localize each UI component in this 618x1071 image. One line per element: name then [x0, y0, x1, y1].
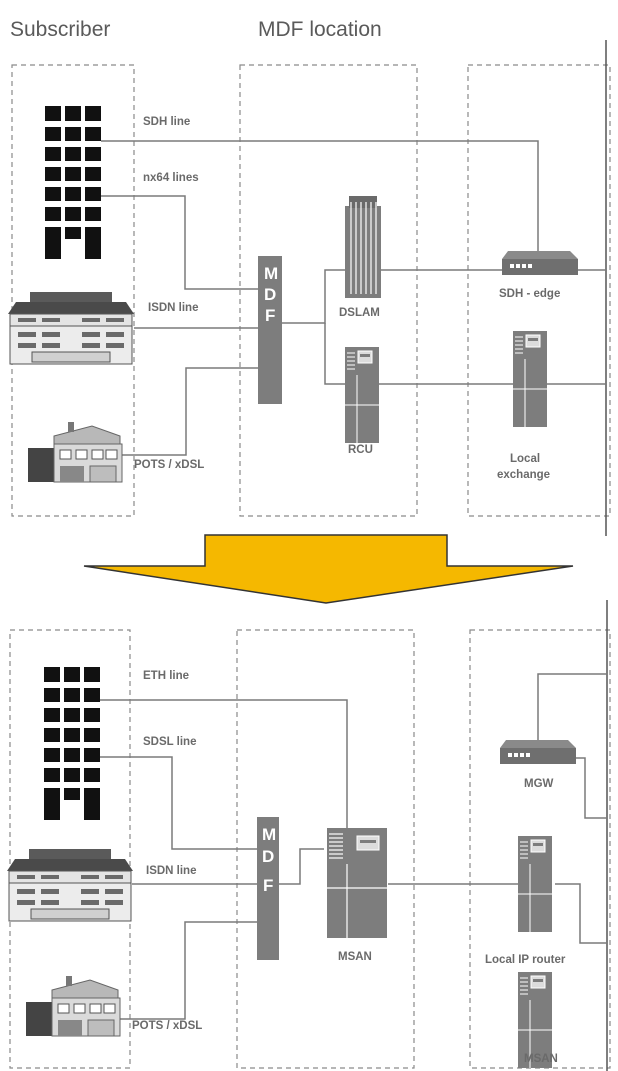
sdh-edge-icon — [502, 251, 578, 275]
local-ip-router-icon — [518, 836, 552, 932]
subscriber-header: Subscriber — [10, 18, 110, 41]
router-core-wire — [555, 884, 607, 943]
dslam-icon — [345, 196, 381, 298]
nx64-lines-label: nx64 lines — [143, 172, 199, 184]
sdh-line-wire — [100, 141, 538, 268]
mdf-location-header: MDF location — [258, 18, 382, 41]
pots-xdsl-label: POTS / xDSL — [134, 459, 204, 471]
house-icon — [28, 422, 122, 482]
migration-arrow — [84, 535, 573, 603]
mgw-core-wire — [574, 758, 607, 818]
dslam-label: DSLAM — [339, 307, 380, 319]
local-ip-router-label: Local IP router — [485, 954, 566, 966]
local-exchange-icon — [513, 331, 547, 427]
mgw-icon — [500, 740, 576, 764]
svg-text:F: F — [263, 876, 273, 895]
rcu-label: RCU — [348, 444, 373, 456]
house-icon-2 — [26, 976, 120, 1036]
msan-icon — [327, 828, 387, 938]
office-block-icon — [8, 292, 134, 364]
mdf-to-dslam-wire — [282, 270, 345, 323]
svg-text:D: D — [264, 285, 276, 304]
mgw-label: MGW — [524, 778, 554, 790]
office-tower-icon — [45, 103, 101, 259]
mdf-frame: M D F — [258, 256, 282, 404]
mgw-uplink-wire — [538, 674, 607, 742]
sdsl-line-wire — [97, 757, 257, 849]
msan-label: MSAN — [338, 951, 372, 963]
pots-line-wire-2 — [118, 922, 257, 1019]
pots-line-wire — [120, 368, 258, 455]
sdsl-line-label: SDSL line — [143, 736, 196, 748]
office-block-icon-2 — [7, 849, 133, 921]
pots-xdsl-label-2: POTS / xDSL — [132, 1020, 202, 1032]
msan-2-label: MSAN — [524, 1053, 558, 1065]
isdn-line-label-2: ISDN line — [146, 865, 196, 877]
mdf-to-rcu-wire — [325, 323, 345, 384]
office-tower-icon-2 — [44, 664, 100, 820]
bottom-diagram: ETH line SDSL line ISDN line POTS / xDSL… — [7, 600, 610, 1071]
local-exchange-label-1: Local — [510, 453, 540, 465]
mdf-frame-2: M D F — [257, 817, 279, 960]
eth-line-label: ETH line — [143, 670, 189, 682]
sdh-line-label: SDH line — [143, 116, 190, 128]
svg-text:D: D — [262, 847, 274, 866]
mdf-to-msan-wire — [279, 849, 324, 884]
sdh-edge-label: SDH - edge — [499, 288, 560, 300]
svg-text:M: M — [264, 264, 278, 283]
isdn-line-label: ISDN line — [148, 302, 198, 314]
top-diagram: SDH line nx64 lines ISDN line POTS / xDS… — [8, 40, 610, 536]
svg-text:M: M — [262, 825, 276, 844]
svg-text:F: F — [265, 306, 275, 325]
local-exchange-label-2: exchange — [497, 469, 550, 481]
nx64-line-wire — [100, 196, 258, 289]
eth-line-wire — [97, 700, 347, 830]
rcu-icon — [345, 347, 379, 443]
